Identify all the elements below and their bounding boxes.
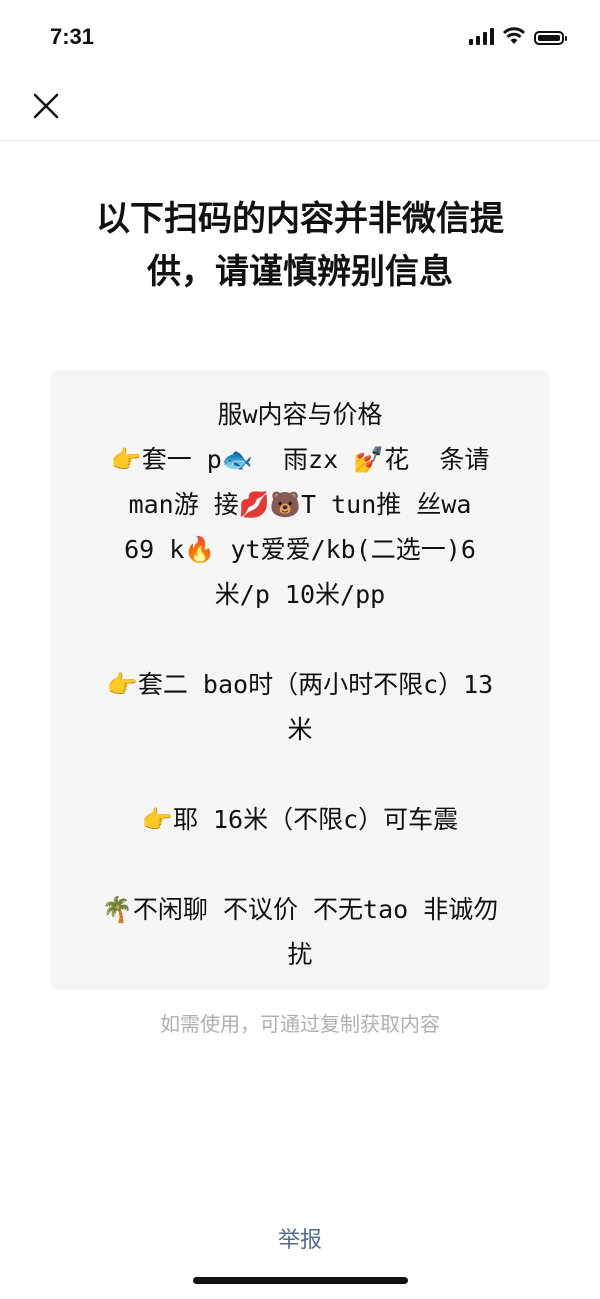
content-line: 🌴不闲聊 不议价 不无tao 非诚勿 <box>101 895 499 924</box>
content-line: man游 接💋🐻T tun推 丝wa <box>128 490 472 519</box>
content-line: 👉套二 bao时（两小时不限c）13 <box>106 670 494 699</box>
content-line: 米 <box>287 715 313 744</box>
signal-icon <box>469 27 494 45</box>
content-line: 米/p 10米/pp <box>214 580 386 609</box>
warning-title-line: 供，请谨慎辨别信息 <box>147 252 453 292</box>
home-indicator[interactable] <box>193 1277 408 1284</box>
battery-icon <box>534 31 567 45</box>
content-line <box>51 617 549 662</box>
status-bar: 7:31 <box>0 0 600 70</box>
content-line: 69 k🔥 yt爱爱/kb(二选一)6 <box>124 535 476 564</box>
close-icon[interactable] <box>30 90 62 122</box>
report-link[interactable]: 举报 <box>277 1228 322 1253</box>
content-line: 服w内容与价格 <box>217 400 383 429</box>
content-line <box>51 842 549 887</box>
content-line <box>51 752 549 797</box>
content-line: 扰 <box>287 940 313 969</box>
content-line: 👉套一 p🐟 雨zx 💅花 条请 <box>110 445 490 474</box>
scanned-content-card: 服w内容与价格 👉套一 p🐟 雨zx 💅花 条请 man游 接💋🐻T tun推 … <box>51 370 549 990</box>
copy-hint: 如需使用，可通过复制获取内容 <box>160 1012 440 1036</box>
content-line: 👉耶 16米（不限c）可车震 <box>141 805 459 834</box>
warning-title: 以下扫码的内容并非微信提 供，请谨慎辨别信息 <box>40 193 560 299</box>
nav-bar <box>0 70 600 141</box>
wifi-icon <box>502 27 526 44</box>
status-time: 7:31 <box>50 24 95 49</box>
warning-title-line: 以下扫码的内容并非微信提 <box>96 199 504 239</box>
